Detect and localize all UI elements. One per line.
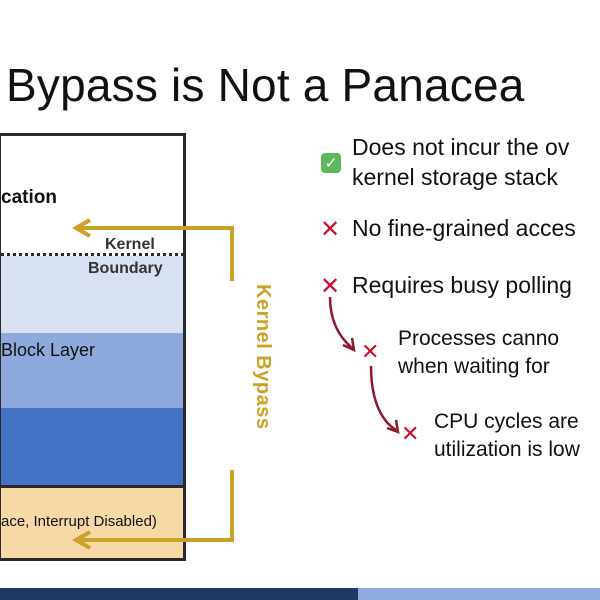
block-layer-label: Block Layer [1,340,96,360]
file-system-layer [1,256,183,333]
connector-arrowhead-2 [386,419,400,434]
kernel-boundary-line [1,253,183,256]
bypass-path-upper [78,226,234,281]
bullet-1-line-1: Does not incur the ov [352,134,570,160]
cross-icon: ✕ [320,215,341,243]
sub-bullet-2-line-1: CPU cycles are [434,410,579,433]
connector-arrow-1 [328,296,353,349]
footer-accent [358,588,600,600]
application-layer-label: cation [1,187,57,208]
kernel-label: Kernel [105,236,155,253]
bullet-3-line-1: Requires busy polling [352,272,572,298]
slide-title: Bypass is Not a Panacea [6,59,525,111]
check-icon: ✓ [321,153,341,173]
storage-stack-diagram: cation Kernel Boundary Block Layer ace, … [0,133,186,561]
sub-bullet-2-line-2: utilization is low [434,438,580,461]
sub-bullet-1-line-1: Processes canno [398,327,560,350]
cross-icon: ✕ [361,340,380,365]
bypass-arrowhead-upper [71,218,91,238]
driver-layer [1,408,183,485]
boundary-label: Boundary [88,260,163,277]
bullet-2-line-1: No fine-grained acces [352,215,576,241]
kernel-bypass-label: Kernel Bypass [252,284,274,430]
cross-icon: ✕ [320,272,341,300]
application-layer [1,136,183,256]
connector-arrowhead-1 [342,337,356,353]
bullet-1-line-2: kernel storage stack [352,164,558,190]
sub-bullet-1-line-2: when waiting for [398,355,550,378]
block-layer [1,333,183,408]
bypass-arrowhead-lower [71,530,91,550]
connector-arrow-2 [369,365,397,432]
layer-divider [1,485,183,488]
bypass-path-lower [78,470,234,542]
cross-icon: ✕ [401,422,420,447]
device-layer-label: ace, Interrupt Disabled) [1,513,157,530]
device-layer [1,488,183,558]
